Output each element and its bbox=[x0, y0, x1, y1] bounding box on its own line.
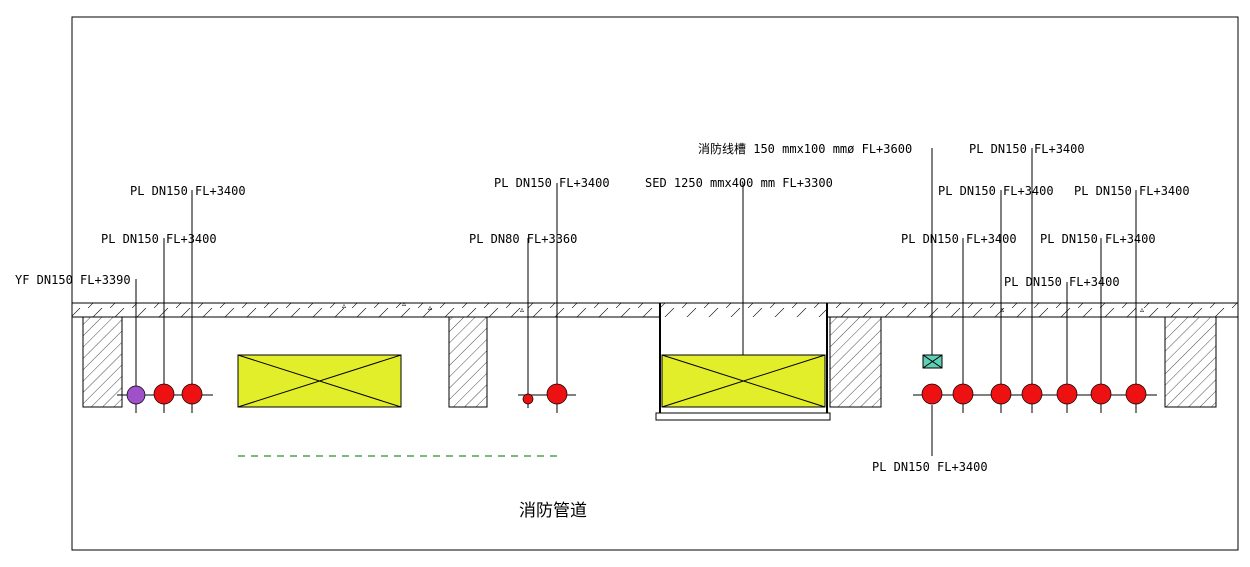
label-pl-150-f: PL DN150 FL+3400 bbox=[1074, 184, 1190, 198]
label-yf-150: YF DN150 FL+3390 bbox=[15, 273, 131, 287]
duct-sed bbox=[661, 354, 826, 408]
pl-pipe bbox=[990, 383, 1012, 405]
svg-text:▵: ▵ bbox=[1000, 305, 1004, 314]
svg-text:▵: ▵ bbox=[342, 301, 346, 310]
label-pl-150-d: PL DN150 FL+3400 bbox=[969, 142, 1085, 156]
beam-3 bbox=[829, 316, 882, 408]
beam-1 bbox=[82, 316, 123, 408]
label-pl-150-a: PL DN150 FL+3400 bbox=[101, 232, 217, 246]
drawing-frame bbox=[71, 16, 1239, 551]
svg-text:▵: ▵ bbox=[402, 299, 406, 308]
pl-pipe bbox=[1090, 383, 1112, 405]
label-pl-150-i: PL DN150 FL+3400 bbox=[1004, 275, 1120, 289]
label-pl-150-b: PL DN150 FL+3400 bbox=[130, 184, 246, 198]
pl-pipe bbox=[153, 383, 175, 405]
fire-cable-tray bbox=[922, 354, 943, 369]
duct-left bbox=[237, 354, 402, 408]
pl-pipe-dn80 bbox=[522, 393, 534, 405]
ceiling-slab: ▵ ▵ ▵ ▵ ▵ ▵ bbox=[72, 299, 1238, 318]
label-fire-cable-tray: 消防线槽 150 mmx100 mmø FL+3600 bbox=[698, 141, 912, 156]
beam-2 bbox=[448, 316, 488, 408]
label-pl-150-g: PL DN150 FL+3400 bbox=[901, 232, 1017, 246]
label-pl-80: PL DN80 FL+3360 bbox=[469, 232, 577, 246]
duct-support-frame bbox=[655, 303, 831, 421]
svg-text:▵: ▵ bbox=[428, 303, 432, 312]
beam-4 bbox=[1164, 316, 1217, 408]
pl-pipe bbox=[921, 383, 943, 405]
pl-pipe bbox=[1021, 383, 1043, 405]
label-pl-150-c: PL DN150 FL+3400 bbox=[494, 176, 610, 190]
svg-text:▵: ▵ bbox=[520, 305, 524, 314]
yf-pipe bbox=[126, 385, 146, 405]
svg-text:▵: ▵ bbox=[1140, 305, 1144, 314]
pipes bbox=[126, 383, 1147, 405]
pl-pipe bbox=[952, 383, 974, 405]
label-sed-duct: SED 1250 mmx400 mm FL+3300 bbox=[645, 176, 833, 190]
pl-pipe bbox=[181, 383, 203, 405]
label-pl-150-e: PL DN150 FL+3400 bbox=[938, 184, 1054, 198]
label-pl-150-j: PL DN150 FL+3400 bbox=[872, 460, 988, 474]
label-pl-150-h: PL DN150 FL+3400 bbox=[1040, 232, 1156, 246]
drawing-title: 消防管道 bbox=[519, 501, 587, 521]
pl-pipe bbox=[1125, 383, 1147, 405]
pl-pipe bbox=[546, 383, 568, 405]
pl-pipe bbox=[1056, 383, 1078, 405]
pipe-labels: YF DN150 FL+3390 PL DN150 FL+3400 PL DN1… bbox=[15, 141, 1190, 474]
